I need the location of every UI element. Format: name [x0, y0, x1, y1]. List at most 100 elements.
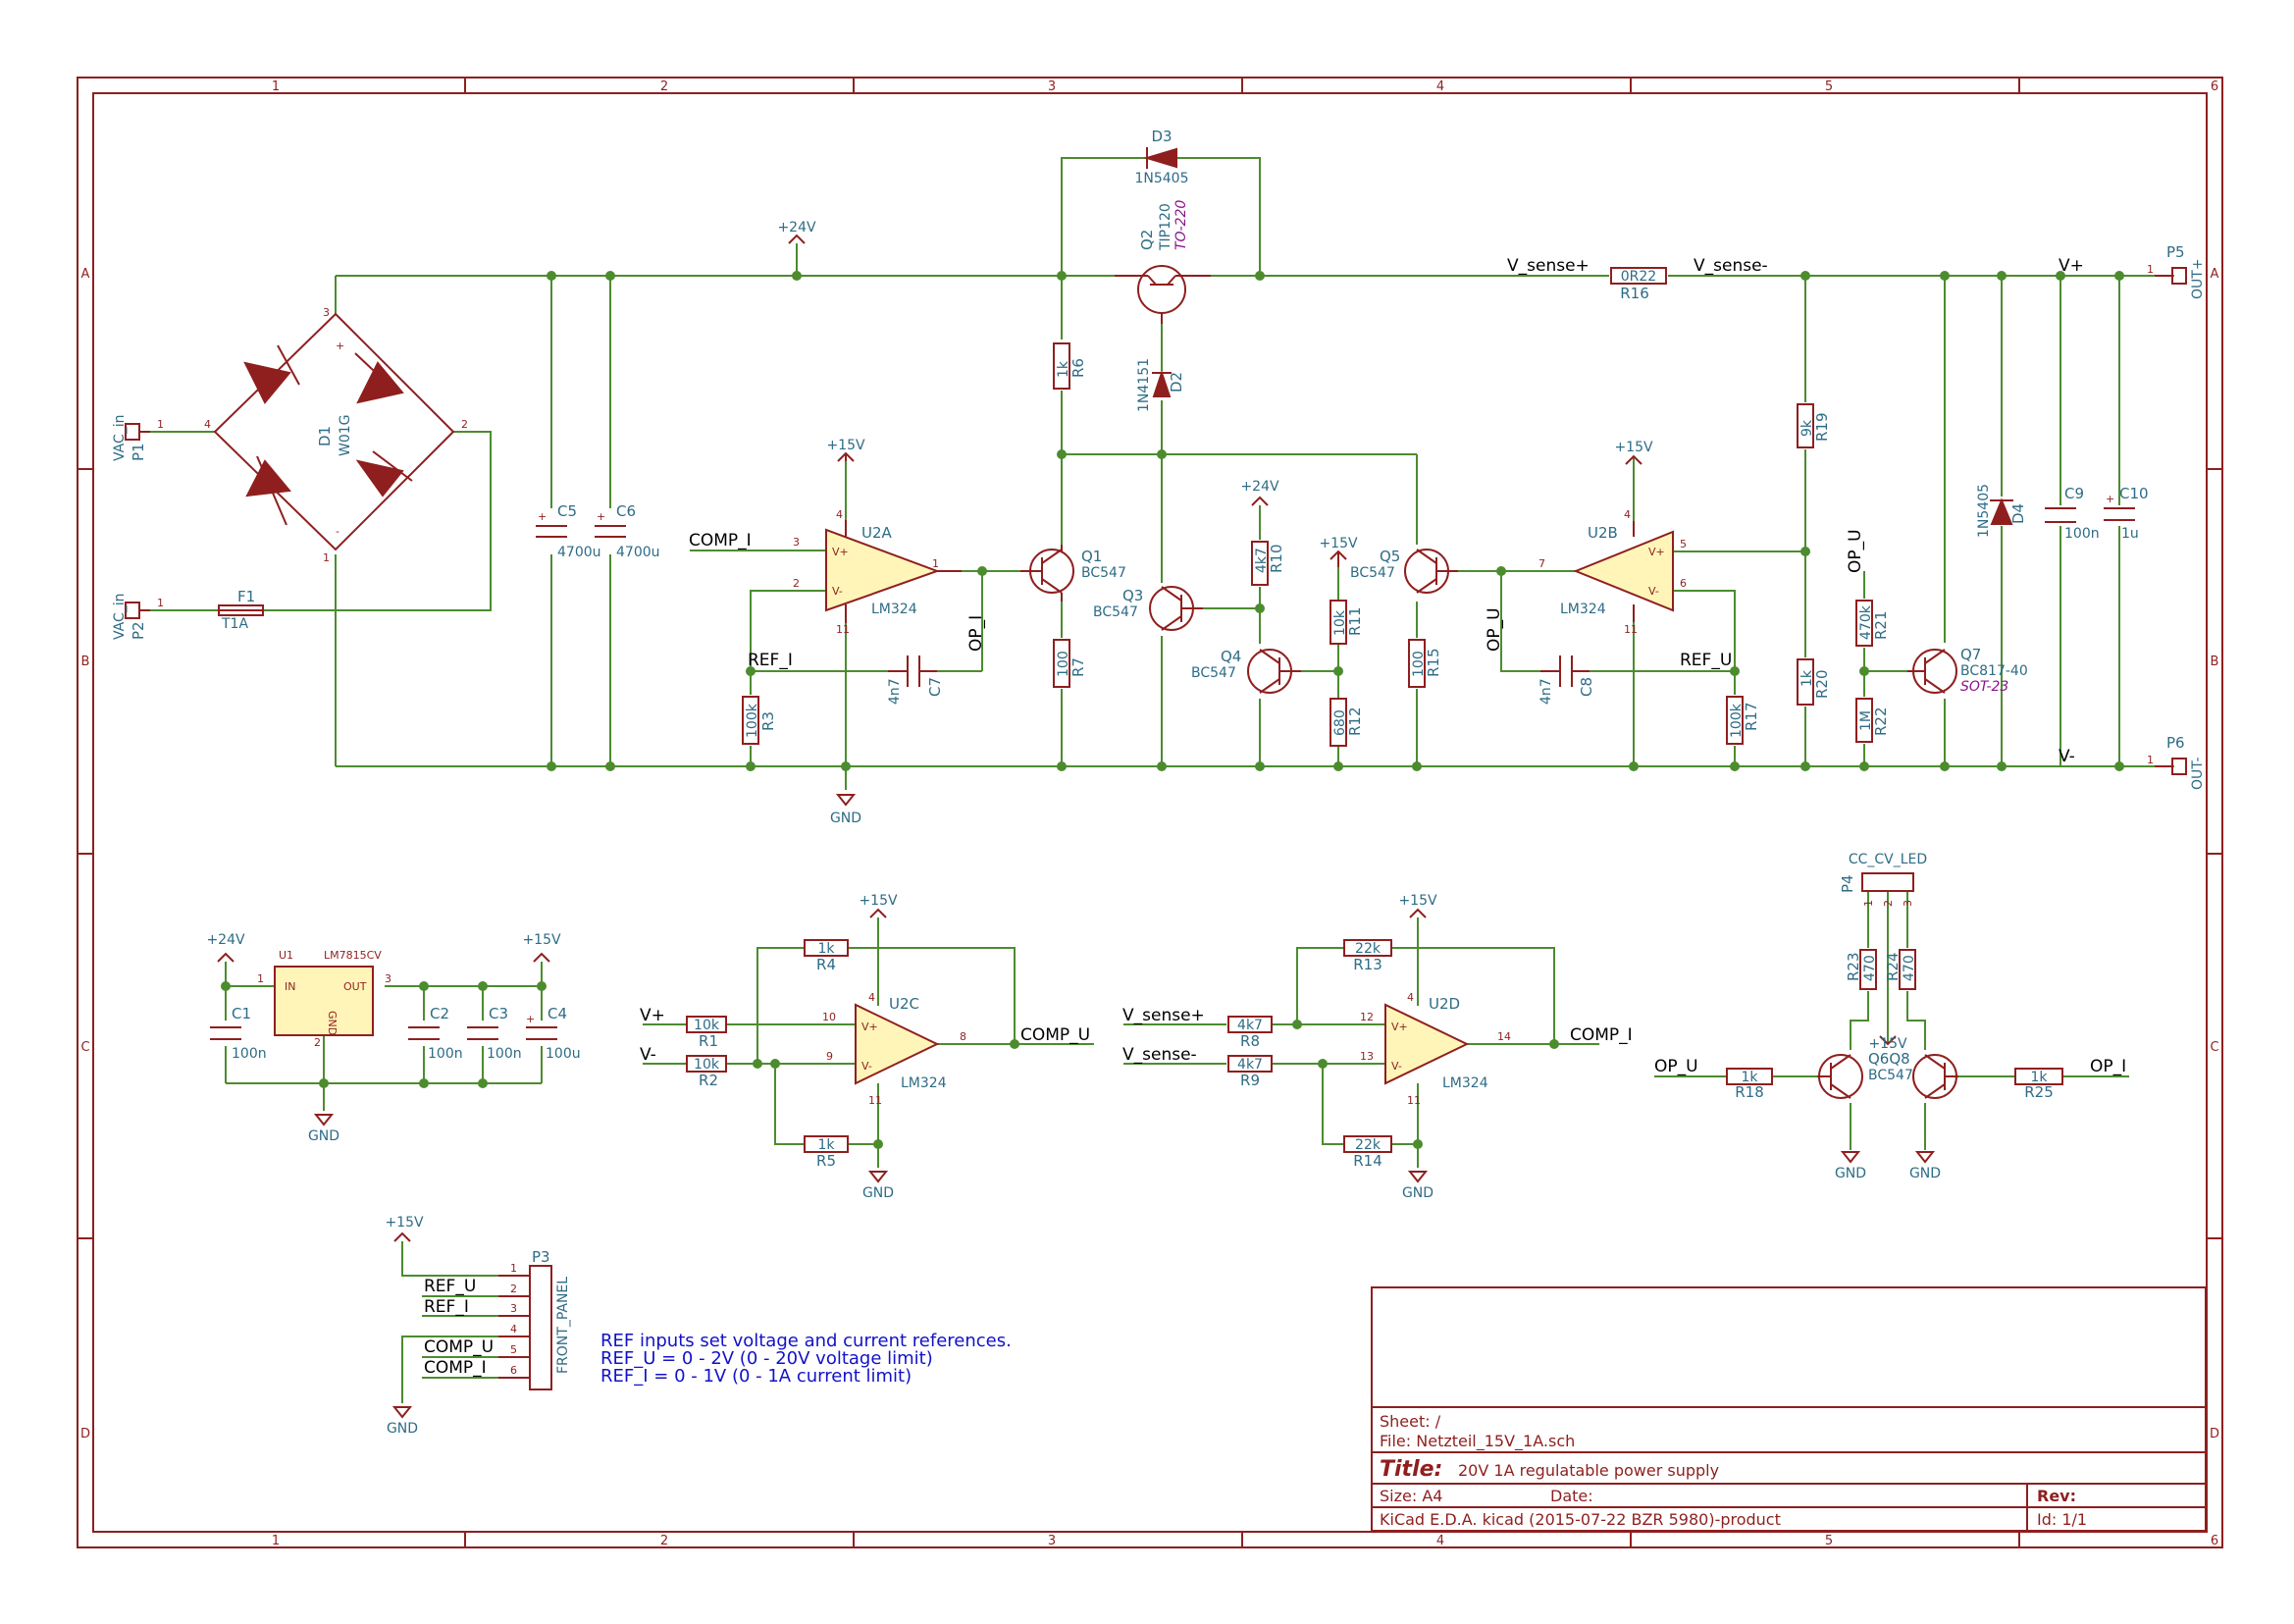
tb-file: File: Netzteil_15V_1A.sch — [1380, 1432, 1575, 1451]
svg-text:+15V: +15V — [522, 932, 561, 948]
svg-text:REF inputs set voltage and cur: REF inputs set voltage and current refer… — [600, 1331, 1012, 1351]
svg-text:680: 680 — [1332, 709, 1348, 736]
col-label: 2 — [660, 1534, 668, 1548]
svg-text:V+: V+ — [1648, 546, 1665, 558]
svg-text:22k: 22k — [1355, 941, 1382, 957]
net-label: V- — [2059, 747, 2075, 766]
svg-text:+24V: +24V — [206, 932, 245, 948]
svg-text:C9: C9 — [2064, 485, 2084, 502]
svg-text:4700u: 4700u — [557, 545, 601, 560]
svg-text:TO-220: TO-220 — [1173, 200, 1189, 250]
col-label: 4 — [1436, 79, 1444, 94]
col-label: 3 — [1048, 79, 1056, 94]
wires — [150, 157, 2174, 1403]
junctions — [221, 271, 2124, 1149]
power-15v-flag: +15V — [1614, 440, 1653, 465]
svg-text:R10: R10 — [1268, 544, 1285, 573]
net-label: OP_U — [1485, 607, 1504, 652]
svg-text:+: + — [597, 510, 605, 523]
svg-text:BC547: BC547 — [1081, 565, 1126, 581]
svg-text:U2B: U2B — [1588, 524, 1618, 542]
tb-title-label: Title: — [1380, 1457, 1442, 1482]
svg-text:V+: V+ — [861, 1021, 878, 1033]
svg-text:R24: R24 — [1884, 952, 1902, 981]
net-label: COMP_I — [689, 531, 752, 550]
svg-text:9: 9 — [826, 1050, 833, 1063]
power-24v-flag: +24V — [206, 932, 245, 963]
svg-text:Q7: Q7 — [1960, 646, 1981, 663]
svg-text:V-: V- — [1391, 1060, 1402, 1073]
svg-text:R11: R11 — [1346, 606, 1364, 636]
svg-text:F1: F1 — [237, 588, 255, 605]
resistor-r25: 1k R25 — [2014, 1068, 2063, 1101]
svg-text:R5: R5 — [816, 1152, 836, 1170]
svg-text:V-: V- — [1648, 585, 1659, 598]
svg-text:LM324: LM324 — [1442, 1075, 1488, 1091]
svg-text:1: 1 — [510, 1262, 517, 1275]
svg-text:BC817-40: BC817-40 — [1960, 663, 2028, 679]
sheet-frame — [77, 77, 2223, 1548]
resistor-r17: 100k R17 — [1726, 696, 1760, 745]
svg-text:R25: R25 — [2024, 1083, 2054, 1101]
p1-ref: P1 — [130, 443, 147, 461]
power-15v-flag: +15V — [826, 438, 865, 462]
svg-text:1M: 1M — [1858, 710, 1874, 731]
svg-text:4: 4 — [868, 991, 875, 1004]
svg-text:4: 4 — [510, 1323, 517, 1336]
svg-text:SOT-23: SOT-23 — [1960, 679, 2008, 695]
tb-tool: KiCad E.D.A. kicad (2015-07-22 BZR 5980)… — [1380, 1510, 1781, 1529]
svg-text:4n7: 4n7 — [1538, 678, 1554, 705]
tb-title: 20V 1A regulatable power supply — [1458, 1461, 1719, 1480]
svg-text:R19: R19 — [1813, 412, 1831, 442]
svg-text:100n: 100n — [2064, 526, 2100, 542]
svg-text:LM7815CV: LM7815CV — [324, 949, 382, 962]
svg-text:4: 4 — [836, 508, 843, 521]
net-label: OP_U — [1846, 529, 1865, 573]
row-label: B — [2211, 655, 2219, 669]
gnd-symbol: GND — [1835, 1151, 1866, 1181]
svg-text:R4: R4 — [816, 956, 836, 973]
svg-text:Q3: Q3 — [1122, 587, 1143, 604]
svg-text:OUT: OUT — [343, 980, 367, 993]
resistor-r16: 0R22 R16 — [1610, 267, 1667, 302]
capacitor-c9: C9 100n — [2045, 485, 2100, 542]
resistor-r4: 1k R4 — [804, 939, 849, 973]
svg-text:GND: GND — [1402, 1185, 1434, 1201]
diode-d2: D2 1N4151 — [1136, 358, 1185, 412]
svg-text:1: 1 — [157, 597, 164, 609]
net-label: V_sense- — [1694, 256, 1768, 276]
svg-text:3: 3 — [793, 536, 800, 549]
tb-sheet: Sheet: / — [1380, 1412, 1441, 1431]
net-label: COMP_U — [424, 1337, 494, 1357]
svg-text:LM324: LM324 — [1560, 602, 1606, 617]
power-15v-flag: +15V — [1868, 1035, 1907, 1052]
svg-text:+15V: +15V — [826, 438, 865, 453]
row-label: D — [80, 1427, 90, 1441]
opamp-u2b: V+ V- 5 6 7 4 11 U2B LM324 — [1538, 508, 1687, 636]
svg-text:14: 14 — [1497, 1030, 1511, 1043]
svg-text:11: 11 — [868, 1094, 882, 1107]
svg-text:R3: R3 — [759, 711, 777, 731]
svg-text:REF_U = 0 - 2V (0 - 20V voltag: REF_U = 0 - 2V (0 - 20V voltage limit) — [600, 1348, 933, 1369]
capacitor-c8: 4n7 C8 — [1538, 655, 1595, 705]
svg-text:+24V: +24V — [777, 220, 816, 236]
svg-text:R9: R9 — [1240, 1072, 1260, 1089]
svg-text:U2C: U2C — [889, 995, 919, 1013]
p2-ref: P2 — [130, 621, 147, 640]
gnd-symbol: GND — [830, 794, 861, 826]
svg-text:2: 2 — [510, 1283, 517, 1295]
svg-text:T1A: T1A — [221, 616, 248, 632]
svg-text:R21: R21 — [1872, 610, 1890, 640]
svg-text:5: 5 — [1680, 538, 1687, 550]
svg-text:P3: P3 — [532, 1248, 550, 1266]
svg-text:Q2: Q2 — [1138, 230, 1156, 250]
resistor-r18: 1k R18 — [1726, 1068, 1773, 1101]
gnd-symbol: GND — [862, 1171, 894, 1201]
svg-text:+15V: +15V — [859, 893, 898, 909]
svg-text:CC_CV_LED: CC_CV_LED — [1849, 852, 1927, 867]
svg-text:3: 3 — [510, 1302, 517, 1315]
svg-text:C5: C5 — [557, 502, 577, 520]
resistor-r24: 470 R24 — [1884, 949, 1917, 990]
svg-text:D2: D2 — [1168, 372, 1185, 393]
svg-text:6: 6 — [510, 1364, 517, 1377]
